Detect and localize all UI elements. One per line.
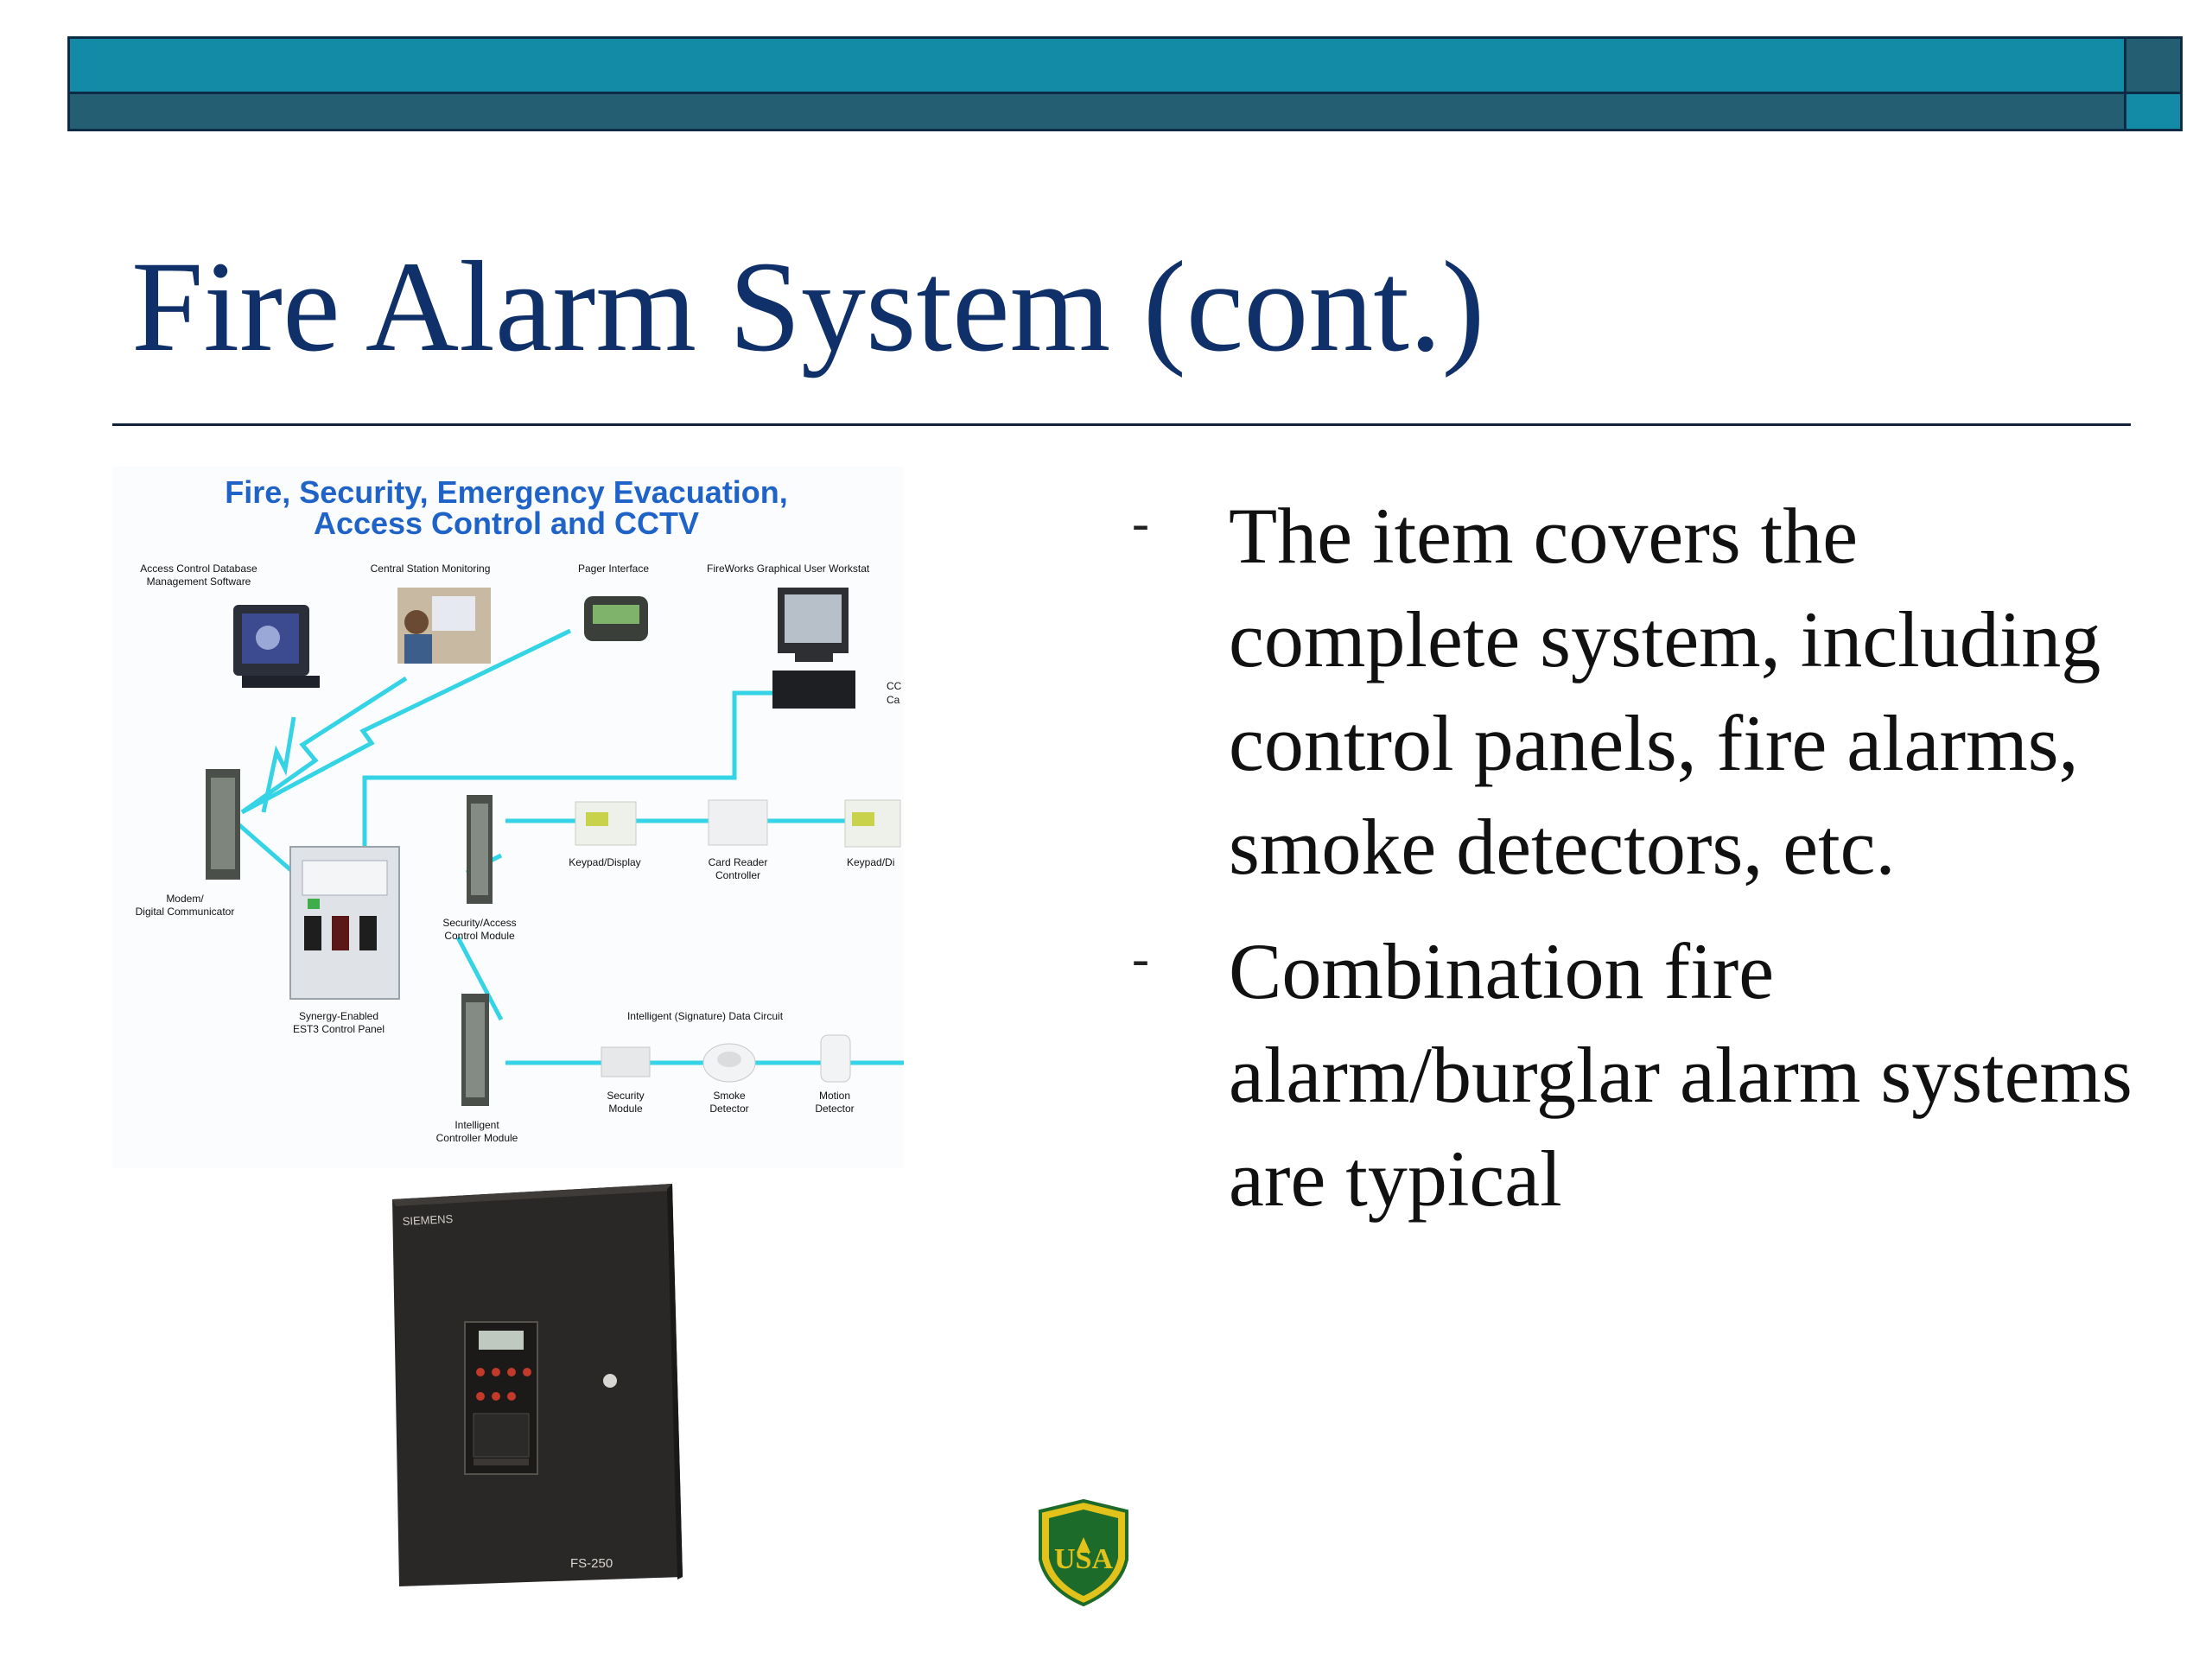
access-control-monitor-icon — [233, 605, 320, 688]
panel-model-text: FS-250 — [570, 1556, 613, 1571]
label-fireworks: FireWorks Graphical User Workstat — [707, 563, 870, 575]
bullet-dash: - — [1132, 930, 1149, 987]
label-motion-1: Motion — [819, 1090, 850, 1102]
title-divider — [112, 423, 2131, 426]
bullet-text: Combination fire alarm/burglar alarm sys… — [1229, 927, 2133, 1223]
fs250-control-panel-image: SIEMENS FS-250 — [387, 1184, 685, 1590]
smoke-detector-icon — [702, 1043, 756, 1083]
label-synergy-2: EST3 Control Panel — [293, 1023, 385, 1035]
label-keypad-display: Keypad/Display — [569, 856, 640, 868]
pager-icon — [584, 596, 648, 641]
bullet-text: The item covers the complete system, inc… — [1229, 492, 2101, 891]
bullet-dash: - — [1132, 494, 1149, 551]
bullet-list: - The item covers the complete system, i… — [1132, 484, 2169, 1251]
security-module-icon — [601, 1046, 651, 1077]
label-keypad-di: Keypad/Di — [847, 856, 894, 868]
label-security-access-2: Control Module — [444, 930, 515, 942]
label-security-access-1: Security/Access — [442, 917, 516, 929]
label-data-circuit: Intelligent (Signature) Data Circuit — [627, 1010, 784, 1022]
header-bar-bottom — [67, 92, 2129, 131]
header-corner-square-top — [2124, 36, 2183, 94]
label-card-reader-1: Card Reader — [709, 856, 768, 868]
label-motion-2: Detector — [815, 1103, 854, 1115]
label-synergy-1: Synergy-Enabled — [299, 1010, 378, 1022]
workstation-icon — [772, 588, 855, 709]
panel-brand-text: SIEMENS — [402, 1212, 454, 1228]
label-smoke-1: Smoke — [713, 1090, 746, 1102]
keypad-display-icon — [575, 801, 637, 846]
label-card-reader-2: Controller — [715, 869, 760, 881]
label-modem-2: Digital Communicator — [136, 906, 235, 918]
security-access-module-icon — [467, 795, 493, 904]
label-security-module-1: Security — [607, 1090, 644, 1102]
header-bar-top — [67, 36, 2129, 94]
keypad-display-2-icon — [844, 799, 901, 848]
motion-detector-icon — [820, 1034, 851, 1083]
forest-service-logo: USA — [1033, 1499, 1134, 1607]
label-modem-1: Modem/ — [166, 893, 204, 905]
label-ca: Ca — [887, 694, 900, 706]
system-diagram: Fire, Security, Emergency Evacuation, Ac… — [112, 467, 904, 1168]
label-pager: Pager Interface — [578, 563, 649, 575]
label-central-station: Central Station Monitoring — [371, 563, 491, 575]
card-reader-icon — [708, 799, 768, 846]
bullet-item: - The item covers the complete system, i… — [1132, 484, 2169, 899]
modem-icon — [206, 769, 240, 880]
bullet-item: - Combination fire alarm/burglar alarm s… — [1132, 919, 2169, 1230]
header-corner-square-bottom — [2124, 92, 2183, 131]
label-security-module-2: Module — [608, 1103, 643, 1115]
slide-title: Fire Alarm System (cont.) — [131, 235, 1485, 378]
intelligent-controller-module-icon — [461, 994, 489, 1106]
diagram-heading-line1: Fire, Security, Emergency Evacuation, — [225, 474, 788, 510]
est3-control-panel-icon — [289, 846, 400, 1000]
label-access-control-2: Management Software — [147, 575, 251, 588]
label-intelligent-2: Controller Module — [436, 1132, 518, 1144]
diagram-heading-line2: Access Control and CCTV — [314, 505, 699, 541]
central-station-photo-icon — [397, 588, 491, 664]
label-access-control-1: Access Control Database — [140, 563, 257, 575]
label-smoke-2: Detector — [709, 1103, 748, 1115]
label-intelligent-1: Intelligent — [454, 1119, 499, 1131]
label-cc: CC — [887, 680, 902, 692]
